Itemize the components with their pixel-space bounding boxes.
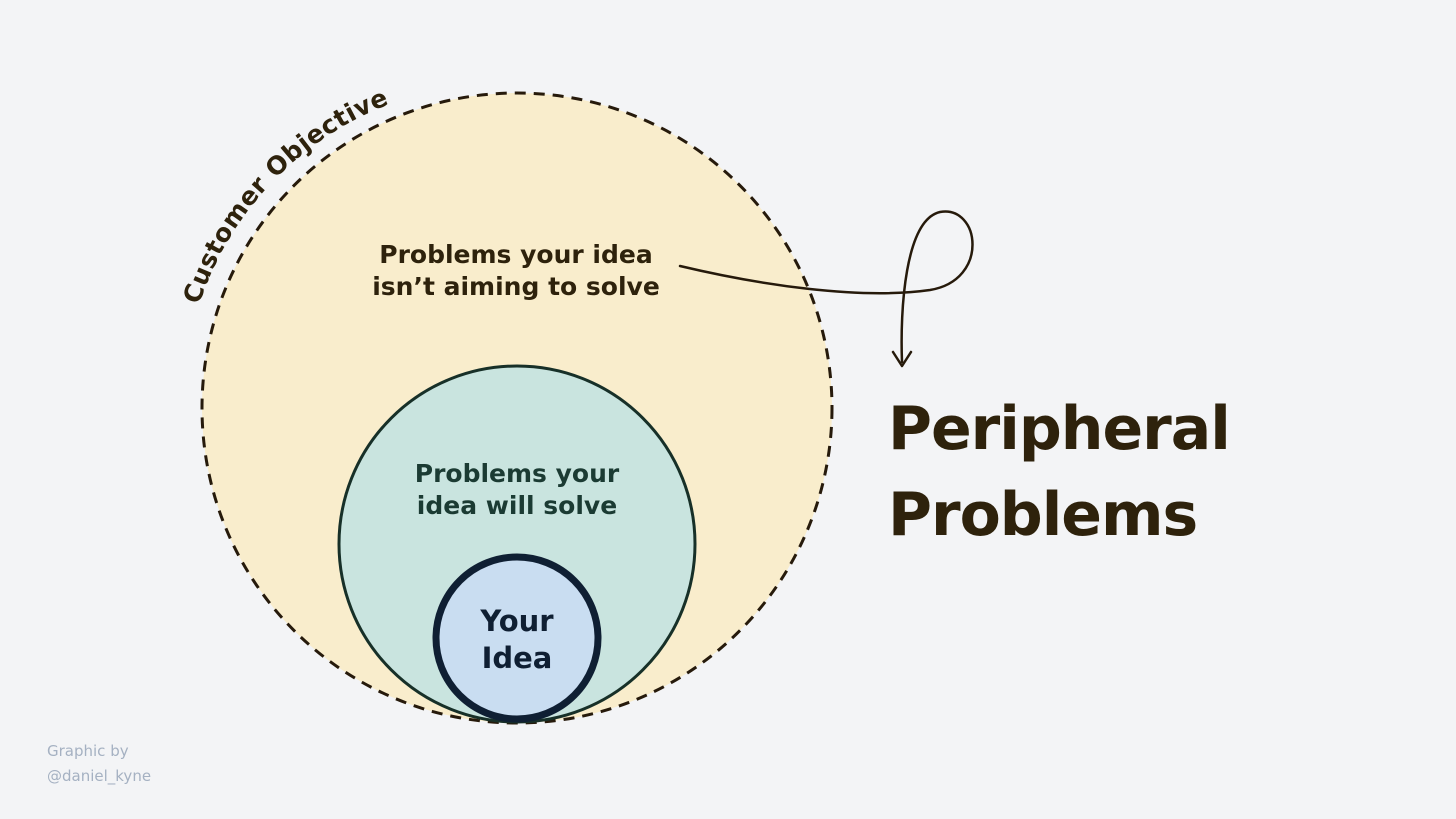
middle-region-label-line1: Problems your bbox=[415, 459, 620, 488]
credit-line1: Graphic by bbox=[47, 742, 129, 760]
credit-text: Graphic by @daniel_kyne bbox=[47, 739, 151, 789]
outer-region-label-line2: isn’t aiming to solve bbox=[372, 272, 660, 301]
middle-region-label-line2: idea will solve bbox=[417, 491, 617, 520]
your-idea-circle bbox=[432, 553, 602, 723]
heading-line1: Peripheral bbox=[888, 394, 1231, 464]
outer-region-label-line1: Problems your idea bbox=[379, 240, 652, 269]
heading-line2: Problems bbox=[888, 480, 1198, 550]
peripheral-problems-heading: Peripheral Problems bbox=[888, 386, 1408, 558]
inner-label-line2: Idea bbox=[482, 641, 553, 675]
inner-label-line1: Your bbox=[479, 604, 554, 638]
connector-arrow bbox=[678, 210, 974, 364]
credit-handle: @daniel_kyne bbox=[47, 767, 152, 785]
arrowhead-icon bbox=[891, 350, 913, 368]
